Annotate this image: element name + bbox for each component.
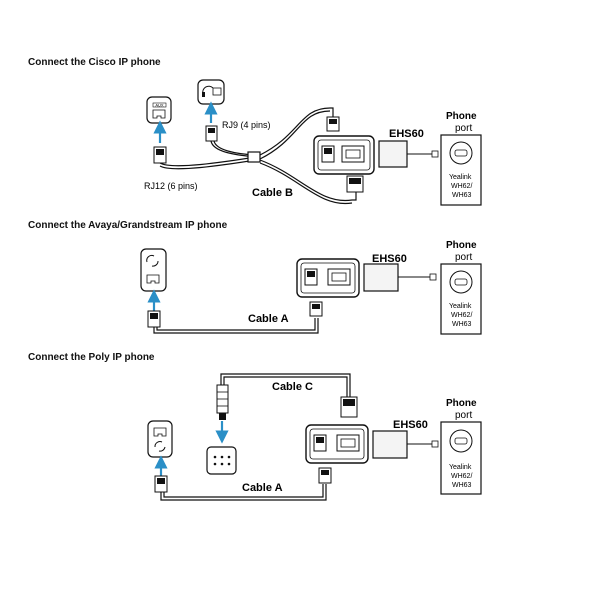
headset-jack-icon bbox=[140, 248, 167, 292]
headset-model-line1: Yealink bbox=[449, 464, 472, 471]
section-heading-cisco: Connect the Cisco IP phone bbox=[28, 57, 161, 68]
phone-port-subtitle: port bbox=[455, 123, 472, 134]
headset-model-line1: Yealink bbox=[449, 303, 472, 310]
headset-model-line3: WH63 bbox=[452, 192, 472, 199]
cable-a bbox=[153, 318, 319, 334]
headset-model-line2: WH62/ bbox=[451, 473, 472, 480]
headset-icon bbox=[197, 79, 225, 105]
cable-c-label: Cable C bbox=[272, 381, 313, 393]
ehs60-device bbox=[296, 258, 437, 298]
headset-model-line3: WH63 bbox=[452, 482, 472, 489]
phone-port-subtitle: port bbox=[455, 252, 472, 263]
headset-base bbox=[440, 263, 482, 335]
phone-port-title: Phone bbox=[446, 398, 477, 409]
cable-b bbox=[159, 107, 357, 205]
aux-label: AUX bbox=[155, 102, 164, 107]
headset-model-line2: WH62/ bbox=[451, 183, 472, 190]
headset-base bbox=[440, 134, 482, 206]
aux-port-icon: AUX bbox=[146, 96, 172, 124]
device-label: EHS60 bbox=[393, 419, 428, 431]
usb-port-icon bbox=[454, 149, 468, 157]
rj12-label: RJ12 (6 pins) bbox=[144, 181, 198, 191]
rj9-label: RJ9 (4 pins) bbox=[222, 120, 271, 130]
section-cisco: AUX bbox=[144, 79, 482, 206]
section-heading-poly: Connect the Poly IP phone bbox=[28, 352, 155, 363]
rj12-connector bbox=[153, 146, 167, 164]
section-avaya: EHS60 Cable A Phone port Yealink WH62/ W… bbox=[140, 240, 482, 335]
poly-port-icon bbox=[206, 446, 237, 475]
phone-port-title: Phone bbox=[446, 240, 477, 251]
section-heading-avaya: Connect the Avaya/Grandstream IP phone bbox=[28, 220, 228, 231]
device-label: EHS60 bbox=[372, 253, 407, 265]
cable-c bbox=[220, 373, 351, 398]
cable-a bbox=[160, 484, 327, 501]
cable-label: Cable A bbox=[242, 482, 283, 494]
cable-label: Cable A bbox=[248, 313, 289, 325]
cable-c-plug bbox=[216, 384, 229, 420]
headset-model-line3: WH63 bbox=[452, 321, 472, 328]
usb-port-icon bbox=[454, 437, 468, 445]
headset-model-line2: WH62/ bbox=[451, 312, 472, 319]
rj9-connector bbox=[205, 125, 218, 142]
device-label: EHS60 bbox=[389, 128, 424, 140]
phone-port-title: Phone bbox=[446, 111, 477, 122]
ehs60-device bbox=[305, 424, 439, 464]
ehs60-device bbox=[313, 135, 439, 175]
headset-model-line1: Yealink bbox=[449, 174, 472, 181]
section-poly: EHS60 Cable A Cable C Phone port Yealink… bbox=[147, 373, 482, 501]
headset-base bbox=[440, 421, 482, 495]
phone-port-subtitle: port bbox=[455, 410, 472, 421]
cable-label: Cable B bbox=[252, 187, 293, 199]
headset-jack-icon bbox=[147, 420, 173, 458]
usb-port-icon bbox=[454, 278, 468, 286]
